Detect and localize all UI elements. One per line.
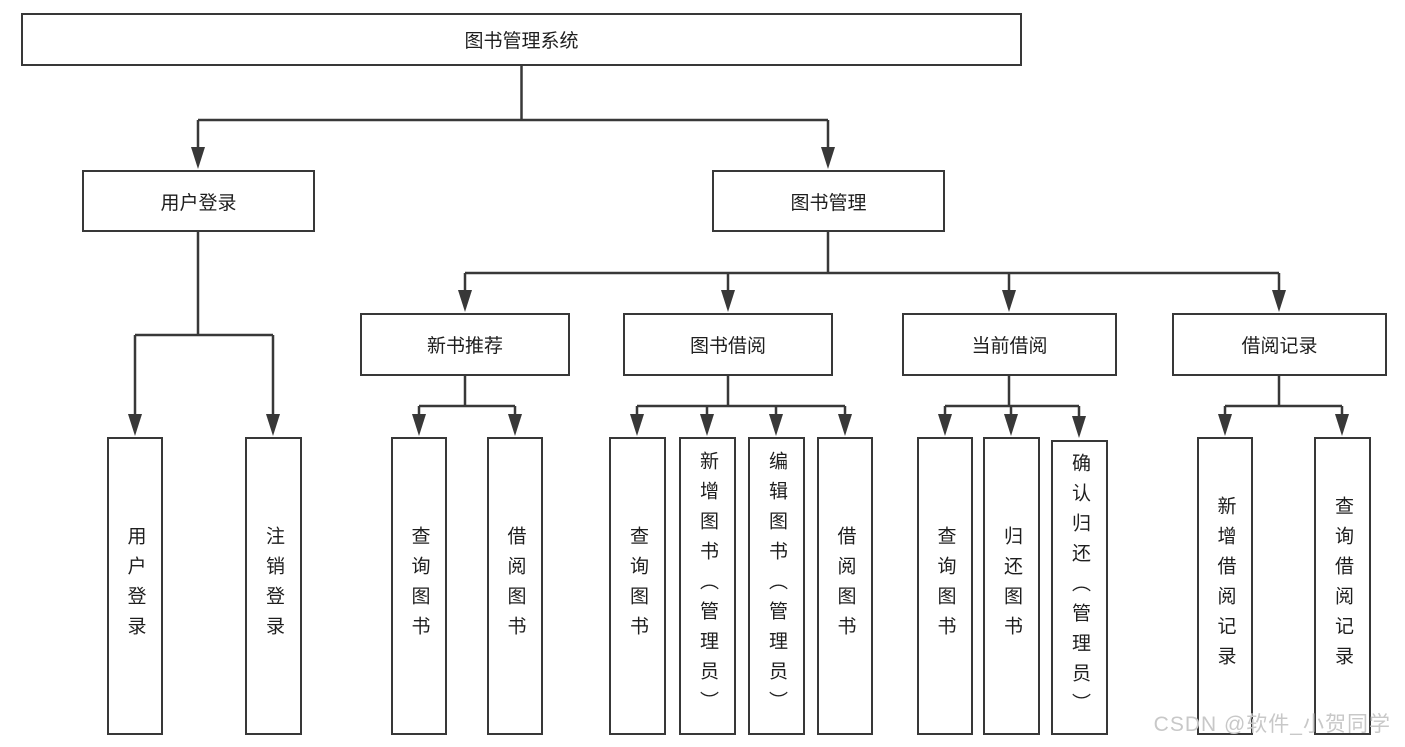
node-book-management-branch: 图书管理	[712, 170, 945, 232]
leaf-edit-book-admin: 编辑图书（管理员）	[748, 437, 805, 735]
leaf-recommend-query-book: 查询图书	[391, 437, 447, 735]
leaf-borrow-book: 借阅图书	[817, 437, 873, 735]
leaf-confirm-return-admin: 确认归还（管理员）	[1051, 440, 1108, 735]
arrowheads	[128, 147, 1349, 438]
node-book-borrow: 图书借阅	[623, 313, 833, 376]
node-borrow-records: 借阅记录	[1172, 313, 1387, 376]
node-current-borrow: 当前借阅	[902, 313, 1117, 376]
leaf-current-query-book: 查询图书	[917, 437, 973, 735]
leaf-logout: 注销登录	[245, 437, 302, 735]
leaf-return-book: 归还图书	[983, 437, 1040, 735]
node-new-book-recommend: 新书推荐	[360, 313, 570, 376]
leaf-add-book-admin: 新增图书（管理员）	[679, 437, 736, 735]
connector-strokes	[133, 66, 1344, 420]
leaf-recommend-borrow-book: 借阅图书	[487, 437, 543, 735]
node-root: 图书管理系统	[21, 13, 1022, 66]
csdn-watermark: CSDN @软件_小贺同学	[1153, 713, 1391, 736]
leaf-query-borrow-record: 查询借阅记录	[1314, 437, 1371, 735]
leaf-user-login: 用户登录	[107, 437, 163, 735]
leaf-borrow-query-book: 查询图书	[609, 437, 666, 735]
node-user-login-branch: 用户登录	[82, 170, 315, 232]
leaf-add-borrow-record: 新增借阅记录	[1197, 437, 1253, 735]
